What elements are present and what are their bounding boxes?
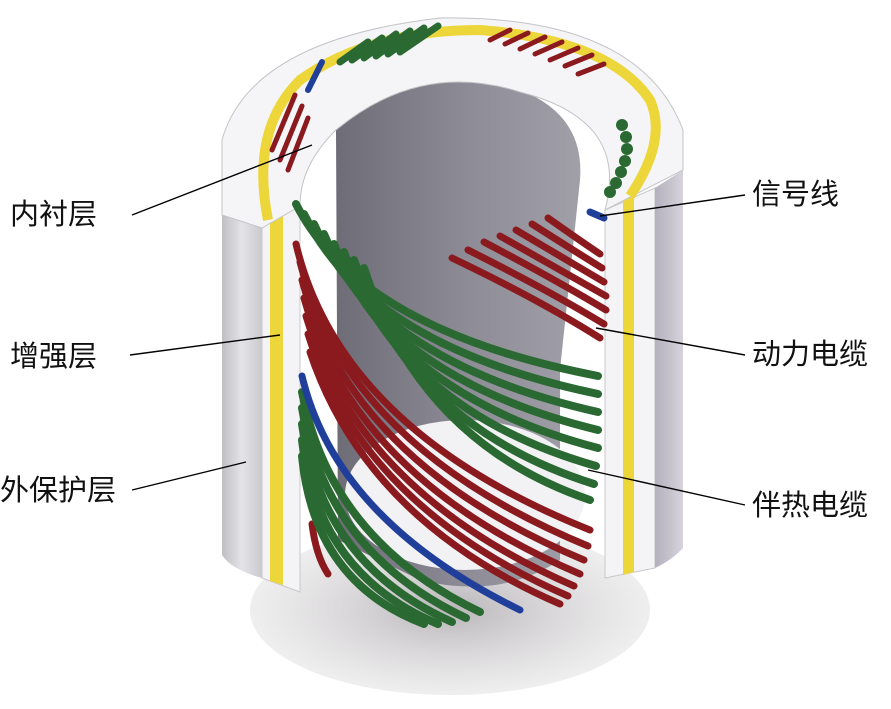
reinforcement-ring-top — [258, 24, 661, 221]
outer-sheath-left-wall — [222, 140, 262, 578]
top-annulus — [221, 17, 684, 229]
label-signal-line: 信号线 — [752, 177, 840, 211]
signal-line-helix — [298, 372, 524, 614]
leader-heat-tracing-cable — [587, 469, 746, 506]
label-outer-sheath: 外保护层 — [0, 473, 117, 507]
outer-sheath-right-wall — [655, 170, 683, 568]
leader-inner-liner — [131, 144, 313, 216]
label-inner-liner: 内衬层 — [10, 197, 98, 231]
leader-outer-sheath — [131, 461, 247, 491]
leader-lines — [129, 144, 746, 506]
power-cable-helix — [292, 214, 610, 608]
reinforcement-stripe-left — [270, 216, 283, 585]
reinforcement-stripe-right — [623, 196, 634, 575]
top-ring-cables — [269, 22, 633, 222]
leader-power-cable — [595, 327, 746, 356]
leader-reinforcement-layer — [129, 334, 281, 356]
label-heat-tracing-cable: 伴热电缆 — [752, 488, 869, 522]
heat-tracing-cable-helix — [292, 200, 602, 628]
label-reinforcement-layer: 增强层 — [10, 339, 98, 373]
leader-signal-line — [599, 194, 746, 217]
label-power-cable: 动力电缆 — [752, 337, 869, 371]
